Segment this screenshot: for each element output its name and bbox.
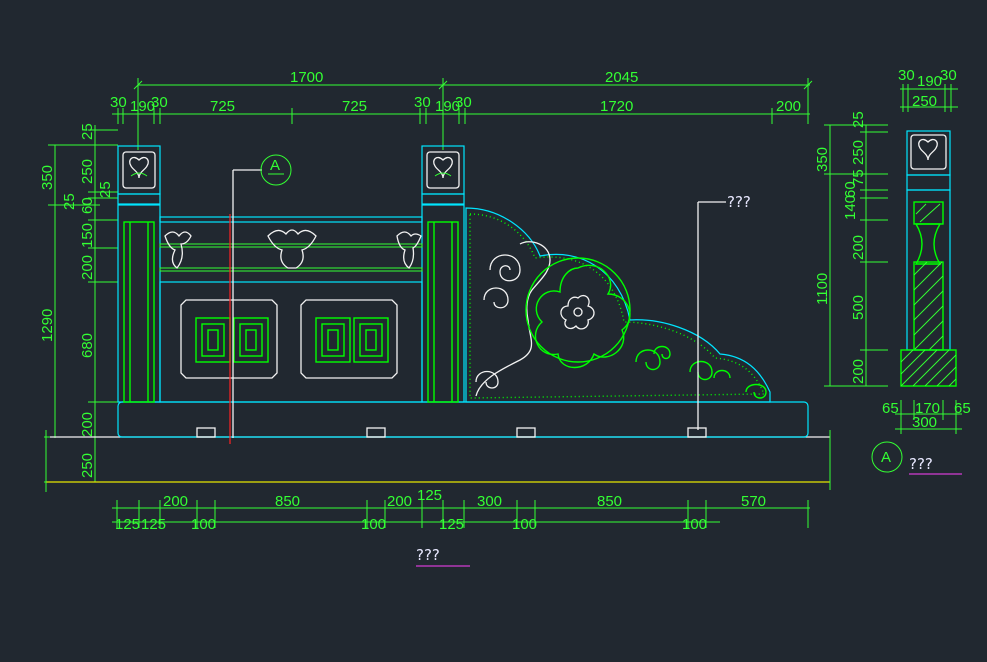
sec-dim-left-250: 250 — [850, 140, 867, 165]
sec-dim-170: 170 — [915, 400, 940, 417]
sec-dim-left-75: 75 — [850, 169, 867, 186]
sec-dim-left-140: 140 — [842, 195, 859, 220]
dim-30-c: 30 — [414, 94, 431, 111]
dim-left-250-b: 250 — [79, 453, 96, 478]
top-dimensions: 1700 2045 30 190 30 725 725 30 190 30 17… — [110, 69, 813, 150]
section-view: 30 190 30 250 25 350 250 75 60 1100 140 … — [814, 67, 971, 475]
railing-panel — [159, 216, 423, 403]
dim-200-top: 200 — [776, 98, 801, 115]
ground-base — [45, 401, 831, 492]
dim-bottom-100-c: 100 — [512, 516, 537, 533]
sec-dim-65-b: 65 — [954, 400, 971, 417]
dim-left-350: 350 — [39, 165, 56, 190]
sec-dim-250: 250 — [912, 93, 937, 110]
sec-dim-left-200-b: 200 — [850, 359, 867, 384]
note-label: ??? — [727, 193, 751, 211]
dim-left-250: 250 — [79, 159, 96, 184]
main-title: ??? — [416, 546, 470, 567]
dim-bottom-125-a: 125 — [115, 516, 140, 533]
left-dimensions: 25 350 250 25 25 60 150 200 1290 680 200… — [39, 123, 118, 483]
dim-left-60: 60 — [79, 197, 96, 214]
dim-725-a: 725 — [210, 98, 235, 115]
sec-title: ??? — [909, 455, 933, 473]
dim-bottom-100-a: 100 — [191, 516, 216, 533]
dim-30-a: 30 — [110, 94, 127, 111]
dim-30-d: 30 — [455, 94, 472, 111]
sec-dim-left-350: 350 — [814, 147, 831, 172]
dim-bottom-100-d: 100 — [682, 516, 707, 533]
dim-1720: 1720 — [600, 98, 633, 115]
sec-dim-300: 300 — [912, 414, 937, 431]
dim-bottom-200-b: 200 — [387, 493, 412, 510]
sec-dim-left-1100: 1100 — [814, 273, 831, 305]
sec-dim-30-a: 30 — [898, 67, 915, 84]
dim-bottom-100-b: 100 — [361, 516, 386, 533]
dim-30-b: 30 — [151, 94, 168, 111]
dim-bottom-300: 300 — [477, 493, 502, 510]
dim-190-a: 190 — [130, 98, 155, 115]
sec-dim-30-b: 30 — [940, 67, 957, 84]
dim-bottom-850-b: 850 — [597, 493, 622, 510]
bottom-dimensions: 200 850 200 125 300 850 570 125 125 100 … — [112, 487, 810, 533]
sec-dim-65-a: 65 — [882, 400, 899, 417]
main-title-text: ??? — [416, 546, 440, 564]
middle-post — [421, 145, 465, 403]
dim-1700: 1700 — [290, 69, 323, 86]
sec-dim-left-60: 60 — [842, 181, 859, 198]
sec-marker-a: A — [881, 449, 891, 466]
dim-left-25-c: 25 — [97, 181, 114, 198]
dim-bottom-850-a: 850 — [275, 493, 300, 510]
dim-bottom-200-a: 200 — [163, 493, 188, 510]
dim-left-680: 680 — [79, 333, 96, 358]
section-marker-a: A — [270, 157, 280, 174]
dim-bottom-570: 570 — [741, 493, 766, 510]
end-stone — [465, 207, 771, 403]
dim-bottom-125-c: 125 — [439, 516, 464, 533]
dim-bottom-125-top: 125 — [417, 487, 442, 504]
sec-dim-190: 190 — [917, 73, 942, 90]
dim-left-200-a: 200 — [79, 255, 96, 280]
dim-190-b: 190 — [435, 98, 460, 115]
note-leader: ??? — [697, 193, 751, 430]
sec-dim-left-25: 25 — [850, 111, 867, 128]
left-post — [117, 145, 161, 403]
dim-725-b: 725 — [342, 98, 367, 115]
dim-left-25-b: 25 — [61, 193, 78, 210]
sec-dim-left-500: 500 — [850, 295, 867, 320]
sec-dim-left-200-a: 200 — [850, 235, 867, 260]
section-cut: A — [229, 154, 292, 444]
dim-bottom-125-b: 125 — [141, 516, 166, 533]
dim-left-1290: 1290 — [39, 309, 56, 342]
dim-left-25-a: 25 — [79, 123, 96, 140]
dim-2045: 2045 — [605, 69, 638, 86]
dim-left-150: 150 — [79, 223, 96, 248]
dim-left-200-b: 200 — [79, 412, 96, 437]
